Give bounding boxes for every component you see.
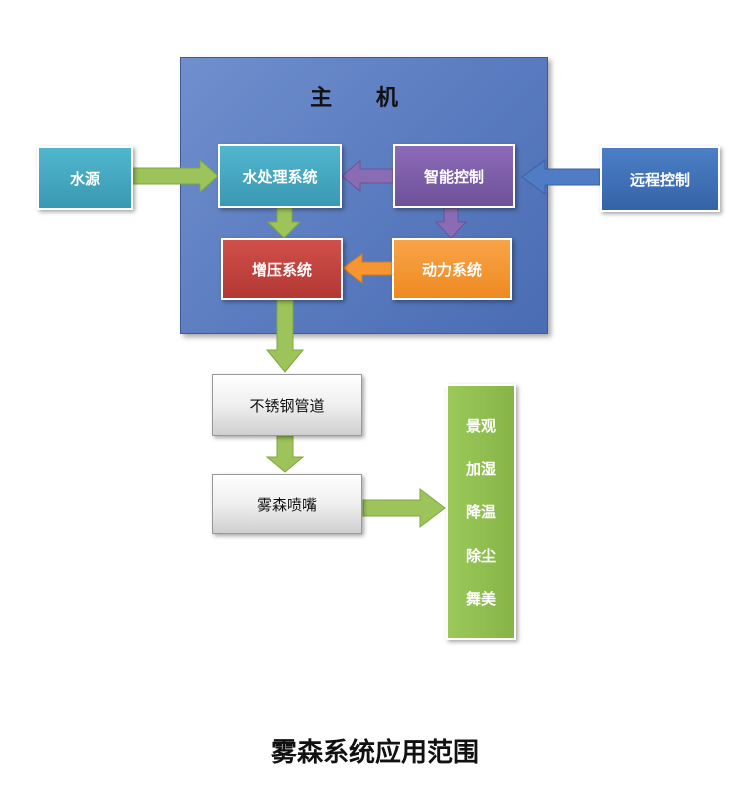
application-item: 降温	[465, 503, 496, 522]
application-item: 景观	[465, 417, 496, 436]
node-nozzle-label: 雾森喷嘴	[256, 495, 317, 514]
arrow-pressure-to-pipe	[265, 299, 305, 373]
arrow-control-to-power	[434, 207, 468, 239]
node-steel-pipe: 不锈钢管道	[212, 374, 362, 436]
arrow-source-to-treatment	[131, 158, 219, 194]
node-smart-control-label: 智能控制	[423, 167, 484, 186]
node-nozzle: 雾森喷嘴	[212, 474, 362, 534]
arrow-power-to-pressure	[342, 253, 393, 285]
arrow-pipe-to-nozzle	[265, 435, 305, 473]
node-steel-pipe-label: 不锈钢管道	[249, 396, 325, 415]
application-item: 加湿	[465, 460, 496, 479]
node-water-source-label: 水源	[69, 169, 100, 188]
node-power-system: 动力系统	[392, 238, 512, 300]
arrow-remote-to-control	[521, 159, 601, 195]
node-power-system-label: 动力系统	[421, 260, 482, 279]
node-pressure-system-label: 增压系统	[251, 260, 312, 279]
arrow-nozzle-to-applications	[362, 487, 446, 529]
node-remote-control: 远程控制	[600, 146, 720, 212]
arrow-treatment-to-pressure	[266, 207, 302, 239]
applications-panel: 景观 加湿 降温 除尘 舞美	[446, 384, 516, 640]
application-item: 舞美	[465, 589, 496, 608]
node-pressure-system: 增压系统	[221, 238, 343, 300]
host-title: 主 机	[310, 86, 416, 111]
application-item: 除尘	[465, 546, 496, 565]
diagram-caption: 雾森系统应用范围	[270, 738, 479, 768]
node-smart-control: 智能控制	[393, 144, 515, 208]
arrow-control-to-treatment	[341, 159, 394, 193]
node-water-treatment-label: 水处理系统	[242, 167, 318, 186]
node-water-source: 水源	[37, 146, 133, 210]
node-water-treatment: 水处理系统	[218, 144, 342, 208]
node-remote-control-label: 远程控制	[629, 170, 690, 189]
